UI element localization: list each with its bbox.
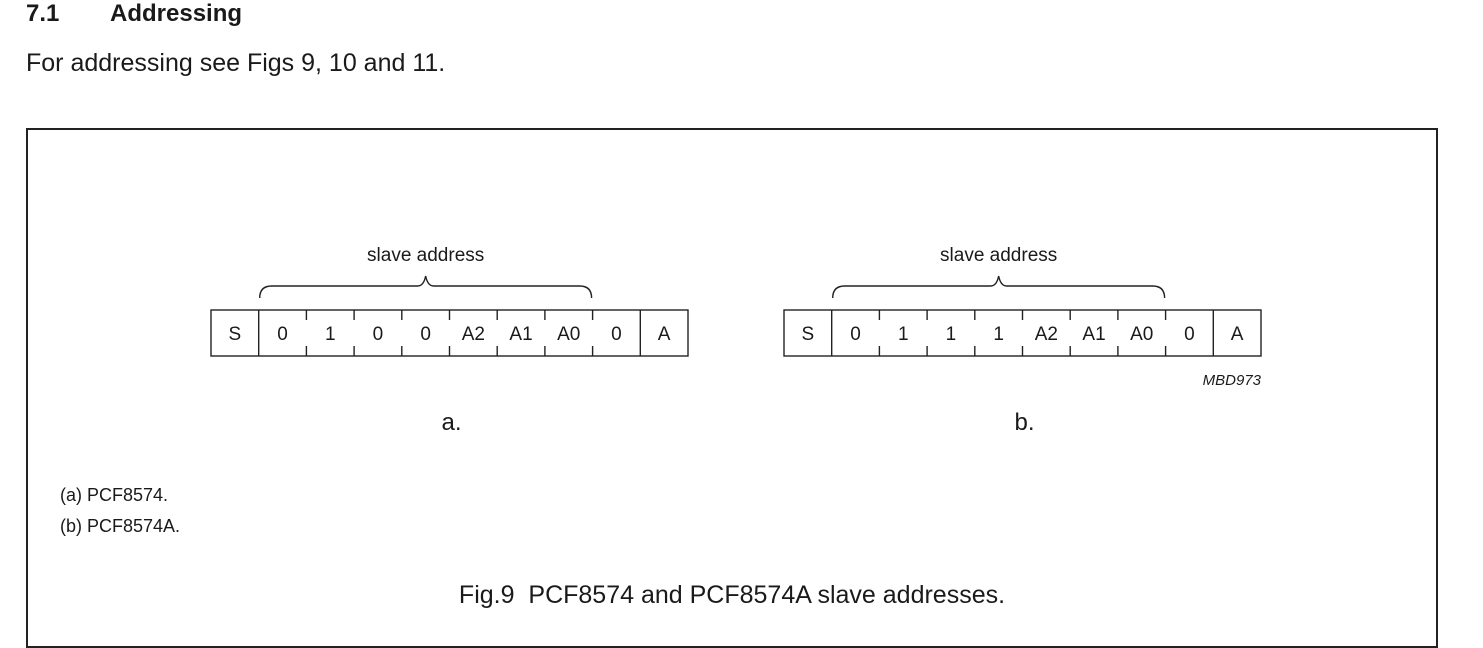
bit-cell-label: 1 — [898, 324, 909, 345]
slave-address-label: slave address — [367, 245, 484, 266]
subfigure-label: b. — [1014, 409, 1034, 436]
subfigure-label: a. — [441, 409, 461, 436]
note-b: (b) PCF8574A. — [60, 516, 181, 536]
bit-cell-label: A0 — [557, 324, 580, 345]
bit-cell-label: 1 — [325, 324, 336, 345]
figure-caption: Fig.9 PCF8574 and PCF8574A slave address… — [458, 581, 1006, 609]
bit-cell-label: A1 — [509, 324, 532, 345]
slave-address-label: slave address — [940, 245, 1057, 266]
bit-cell-label: 0 — [277, 324, 288, 345]
bit-cell-label: A0 — [1130, 324, 1153, 345]
bit-cell-label: A — [658, 324, 671, 345]
section-title: Addressing — [110, 0, 243, 27]
bit-cell-label: 0 — [373, 324, 384, 345]
bit-cell-label: S — [229, 324, 242, 345]
intro-paragraph: For addressing see Figs 9, 10 and 11. — [26, 49, 446, 77]
bit-cell-label: 1 — [993, 324, 1004, 345]
bit-cell-label: A2 — [462, 324, 485, 345]
section-heading: 7.1 Addressing — [26, 0, 242, 28]
bit-cell-label: 0 — [1184, 324, 1195, 345]
slave-address-brace — [832, 275, 1166, 299]
bit-cell-label: A2 — [1035, 324, 1058, 345]
bit-cell-label: 1 — [946, 324, 957, 345]
bit-cell-label: A — [1231, 324, 1244, 345]
bit-cell-label: 0 — [611, 324, 622, 345]
drawing-code: MBD973 — [1203, 372, 1262, 389]
bit-cell-label: S — [802, 324, 815, 345]
section-number: 7.1 — [26, 0, 60, 27]
bit-cell-label: 0 — [420, 324, 431, 345]
bit-cell-label: 0 — [850, 324, 861, 345]
note-a: (a) PCF8574. — [60, 485, 169, 505]
slave-address-brace — [259, 275, 593, 299]
bit-cell-label: A1 — [1082, 324, 1105, 345]
